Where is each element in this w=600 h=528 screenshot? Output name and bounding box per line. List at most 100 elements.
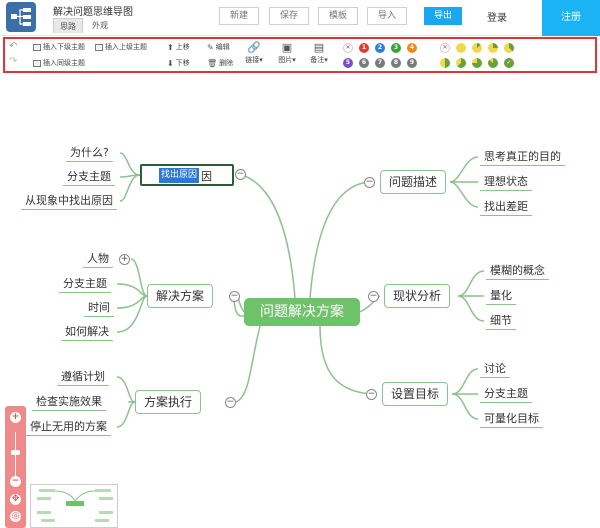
export-button[interactable]: 导出 bbox=[424, 7, 462, 25]
insert-parent-label: 插入上级主题 bbox=[105, 43, 147, 51]
insert-parent-button[interactable]: 插入上级主题 bbox=[95, 42, 147, 52]
move-canvas-icon[interactable]: ✥ bbox=[10, 494, 21, 505]
insert-parent-icon bbox=[95, 43, 103, 51]
image-button[interactable]: ▣ 图片▾ bbox=[276, 41, 298, 65]
remove-progress-icon[interactable]: ✕ bbox=[440, 43, 450, 53]
leaf-topic[interactable]: 讨论 bbox=[480, 360, 510, 378]
progress-2-icon[interactable] bbox=[488, 43, 498, 53]
note-label: 备注 bbox=[310, 56, 325, 64]
zoom-out-icon[interactable]: − bbox=[10, 476, 21, 487]
move-down-button[interactable]: ⬇ 下移 bbox=[167, 58, 190, 68]
insert-child-icon bbox=[33, 43, 41, 51]
leaf-topic[interactable]: 找出差距 bbox=[480, 198, 532, 216]
mindmap-canvas[interactable]: 问题解决方案 找出原因 因 − 为什么? 分支主题 从现象中找出原因 解决方案 … bbox=[0, 76, 600, 528]
move-up-button[interactable]: ⬆ 上移 bbox=[167, 42, 190, 52]
edit-label: 编辑 bbox=[215, 43, 230, 51]
leaf-topic[interactable]: 量化 bbox=[486, 287, 516, 305]
undo-icon[interactable]: ↶ bbox=[9, 41, 18, 52]
progress-done-icon[interactable]: ✓ bbox=[504, 58, 514, 68]
priority-4-icon[interactable]: 4 bbox=[407, 43, 417, 53]
leaf-topic[interactable]: 细节 bbox=[486, 312, 516, 330]
priority-9-icon[interactable]: 9 bbox=[407, 58, 417, 68]
priority-1-icon[interactable]: 1 bbox=[359, 43, 369, 53]
move-down-label: 下移 bbox=[175, 59, 190, 67]
expand-toggle-icon[interactable]: + bbox=[119, 254, 130, 265]
progress-5-icon[interactable] bbox=[456, 58, 466, 68]
collapse-toggle-icon[interactable]: − bbox=[229, 291, 240, 302]
leaf-topic[interactable]: 可量化目标 bbox=[480, 410, 543, 428]
progress-1-icon[interactable] bbox=[472, 43, 482, 53]
leaf-topic[interactable]: 人物 bbox=[83, 250, 113, 268]
leaf-topic[interactable]: 为什么? bbox=[66, 144, 113, 162]
priority-6-icon[interactable]: 6 bbox=[359, 58, 369, 68]
leaf-topic[interactable]: 分支主题 bbox=[480, 385, 532, 403]
topic-edit-input[interactable]: 找出原因 bbox=[159, 168, 199, 183]
leaf-topic[interactable]: 理想状态 bbox=[480, 173, 532, 191]
collapse-toggle-icon[interactable]: − bbox=[366, 389, 377, 400]
zoom-in-icon[interactable]: + bbox=[10, 412, 21, 423]
mindmap-logo-icon bbox=[11, 8, 31, 26]
insert-sibling-label: 插入同级主题 bbox=[43, 59, 85, 67]
leaf-topic[interactable]: 时间 bbox=[84, 299, 114, 317]
priority-5-icon[interactable]: 5 bbox=[343, 58, 353, 68]
leaf-topic[interactable]: 思考真正的目的 bbox=[480, 148, 565, 166]
zoom-track[interactable] bbox=[15, 432, 16, 487]
redo-icon[interactable]: ↷ bbox=[9, 56, 18, 67]
import-button[interactable]: 导入 bbox=[367, 7, 407, 25]
collapse-toggle-icon[interactable]: − bbox=[235, 169, 246, 180]
leaf-topic[interactable]: 模糊的概念 bbox=[486, 262, 549, 280]
main-topic[interactable]: 问题描述 bbox=[380, 170, 447, 194]
template-button[interactable]: 模板 bbox=[318, 7, 358, 25]
link-button[interactable]: 🔗 链接▾ bbox=[243, 41, 265, 65]
note-button[interactable]: ▤ 备注▾ bbox=[308, 41, 330, 65]
priority-8-icon[interactable]: 8 bbox=[391, 58, 401, 68]
main-topic[interactable]: 方案执行 bbox=[135, 390, 202, 414]
collapse-toggle-icon[interactable]: − bbox=[225, 397, 236, 408]
topic-edit-rest: 因 bbox=[201, 170, 212, 183]
tab-mindmap[interactable]: 思路 bbox=[53, 18, 83, 33]
leaf-topic[interactable]: 停止无用的方案 bbox=[26, 418, 111, 436]
leaf-topic[interactable]: 分支主题 bbox=[63, 168, 115, 186]
note-icon: ▤ bbox=[313, 41, 325, 54]
main-topic[interactable]: 现状分析 bbox=[384, 284, 451, 308]
collapse-toggle-icon[interactable]: − bbox=[368, 291, 379, 302]
root-topic[interactable]: 问题解决方案 bbox=[244, 298, 360, 326]
register-button[interactable]: 注册 bbox=[542, 0, 600, 36]
editing-topic[interactable]: 找出原因 因 bbox=[140, 164, 234, 186]
leaf-topic[interactable]: 从现象中找出原因 bbox=[21, 192, 117, 210]
zoom-slider-handle[interactable] bbox=[11, 450, 20, 455]
priority-2-icon[interactable]: 2 bbox=[375, 43, 385, 53]
leaf-topic[interactable]: 分支主题 bbox=[59, 275, 111, 293]
progress-6-icon[interactable] bbox=[472, 58, 482, 68]
leaf-topic[interactable]: 检查实施效果 bbox=[32, 393, 106, 411]
document-title: 解决问题思维导图 bbox=[53, 7, 133, 18]
progress-7-icon[interactable] bbox=[488, 58, 498, 68]
image-label: 图片 bbox=[278, 56, 293, 64]
main-topic[interactable]: 设置目标 bbox=[382, 382, 449, 406]
tab-appearance[interactable]: 外观 bbox=[92, 21, 108, 30]
progress-3-icon[interactable] bbox=[504, 43, 514, 53]
collapse-toggle-icon[interactable]: − bbox=[364, 177, 375, 188]
priority-3-icon[interactable]: 3 bbox=[391, 43, 401, 53]
insert-child-button[interactable]: 插入下级主题 bbox=[33, 42, 85, 52]
locate-center-icon[interactable]: ◎ bbox=[10, 511, 21, 522]
edit-button[interactable]: ✎ 编辑 bbox=[207, 42, 230, 52]
progress-0-icon[interactable] bbox=[456, 43, 466, 53]
leaf-topic[interactable]: 遵循计划 bbox=[57, 368, 109, 386]
priority-7-icon[interactable]: 7 bbox=[375, 58, 385, 68]
insert-sibling-button[interactable]: 插入同级主题 bbox=[33, 58, 85, 68]
new-button[interactable]: 新建 bbox=[219, 7, 259, 25]
remove-priority-icon[interactable]: ✕ bbox=[343, 43, 353, 53]
zoom-controls: + − ✥ ◎ bbox=[5, 406, 26, 528]
connector-lines bbox=[116, 152, 485, 428]
delete-button[interactable]: 🗑 删除 bbox=[207, 58, 233, 68]
leaf-topic[interactable]: 如何解决 bbox=[61, 323, 113, 341]
minimap[interactable] bbox=[30, 484, 118, 528]
image-icon: ▣ bbox=[281, 41, 293, 54]
login-button[interactable]: 登录 bbox=[487, 13, 507, 24]
progress-4-icon[interactable] bbox=[440, 58, 450, 68]
save-button[interactable]: 保存 bbox=[269, 7, 309, 25]
app-logo[interactable] bbox=[6, 2, 36, 32]
app-header: 解决问题思维导图 思路 外观 新建 保存 模板 导入 导出 登录 注册 bbox=[0, 0, 600, 36]
main-topic[interactable]: 解决方案 bbox=[147, 284, 214, 308]
